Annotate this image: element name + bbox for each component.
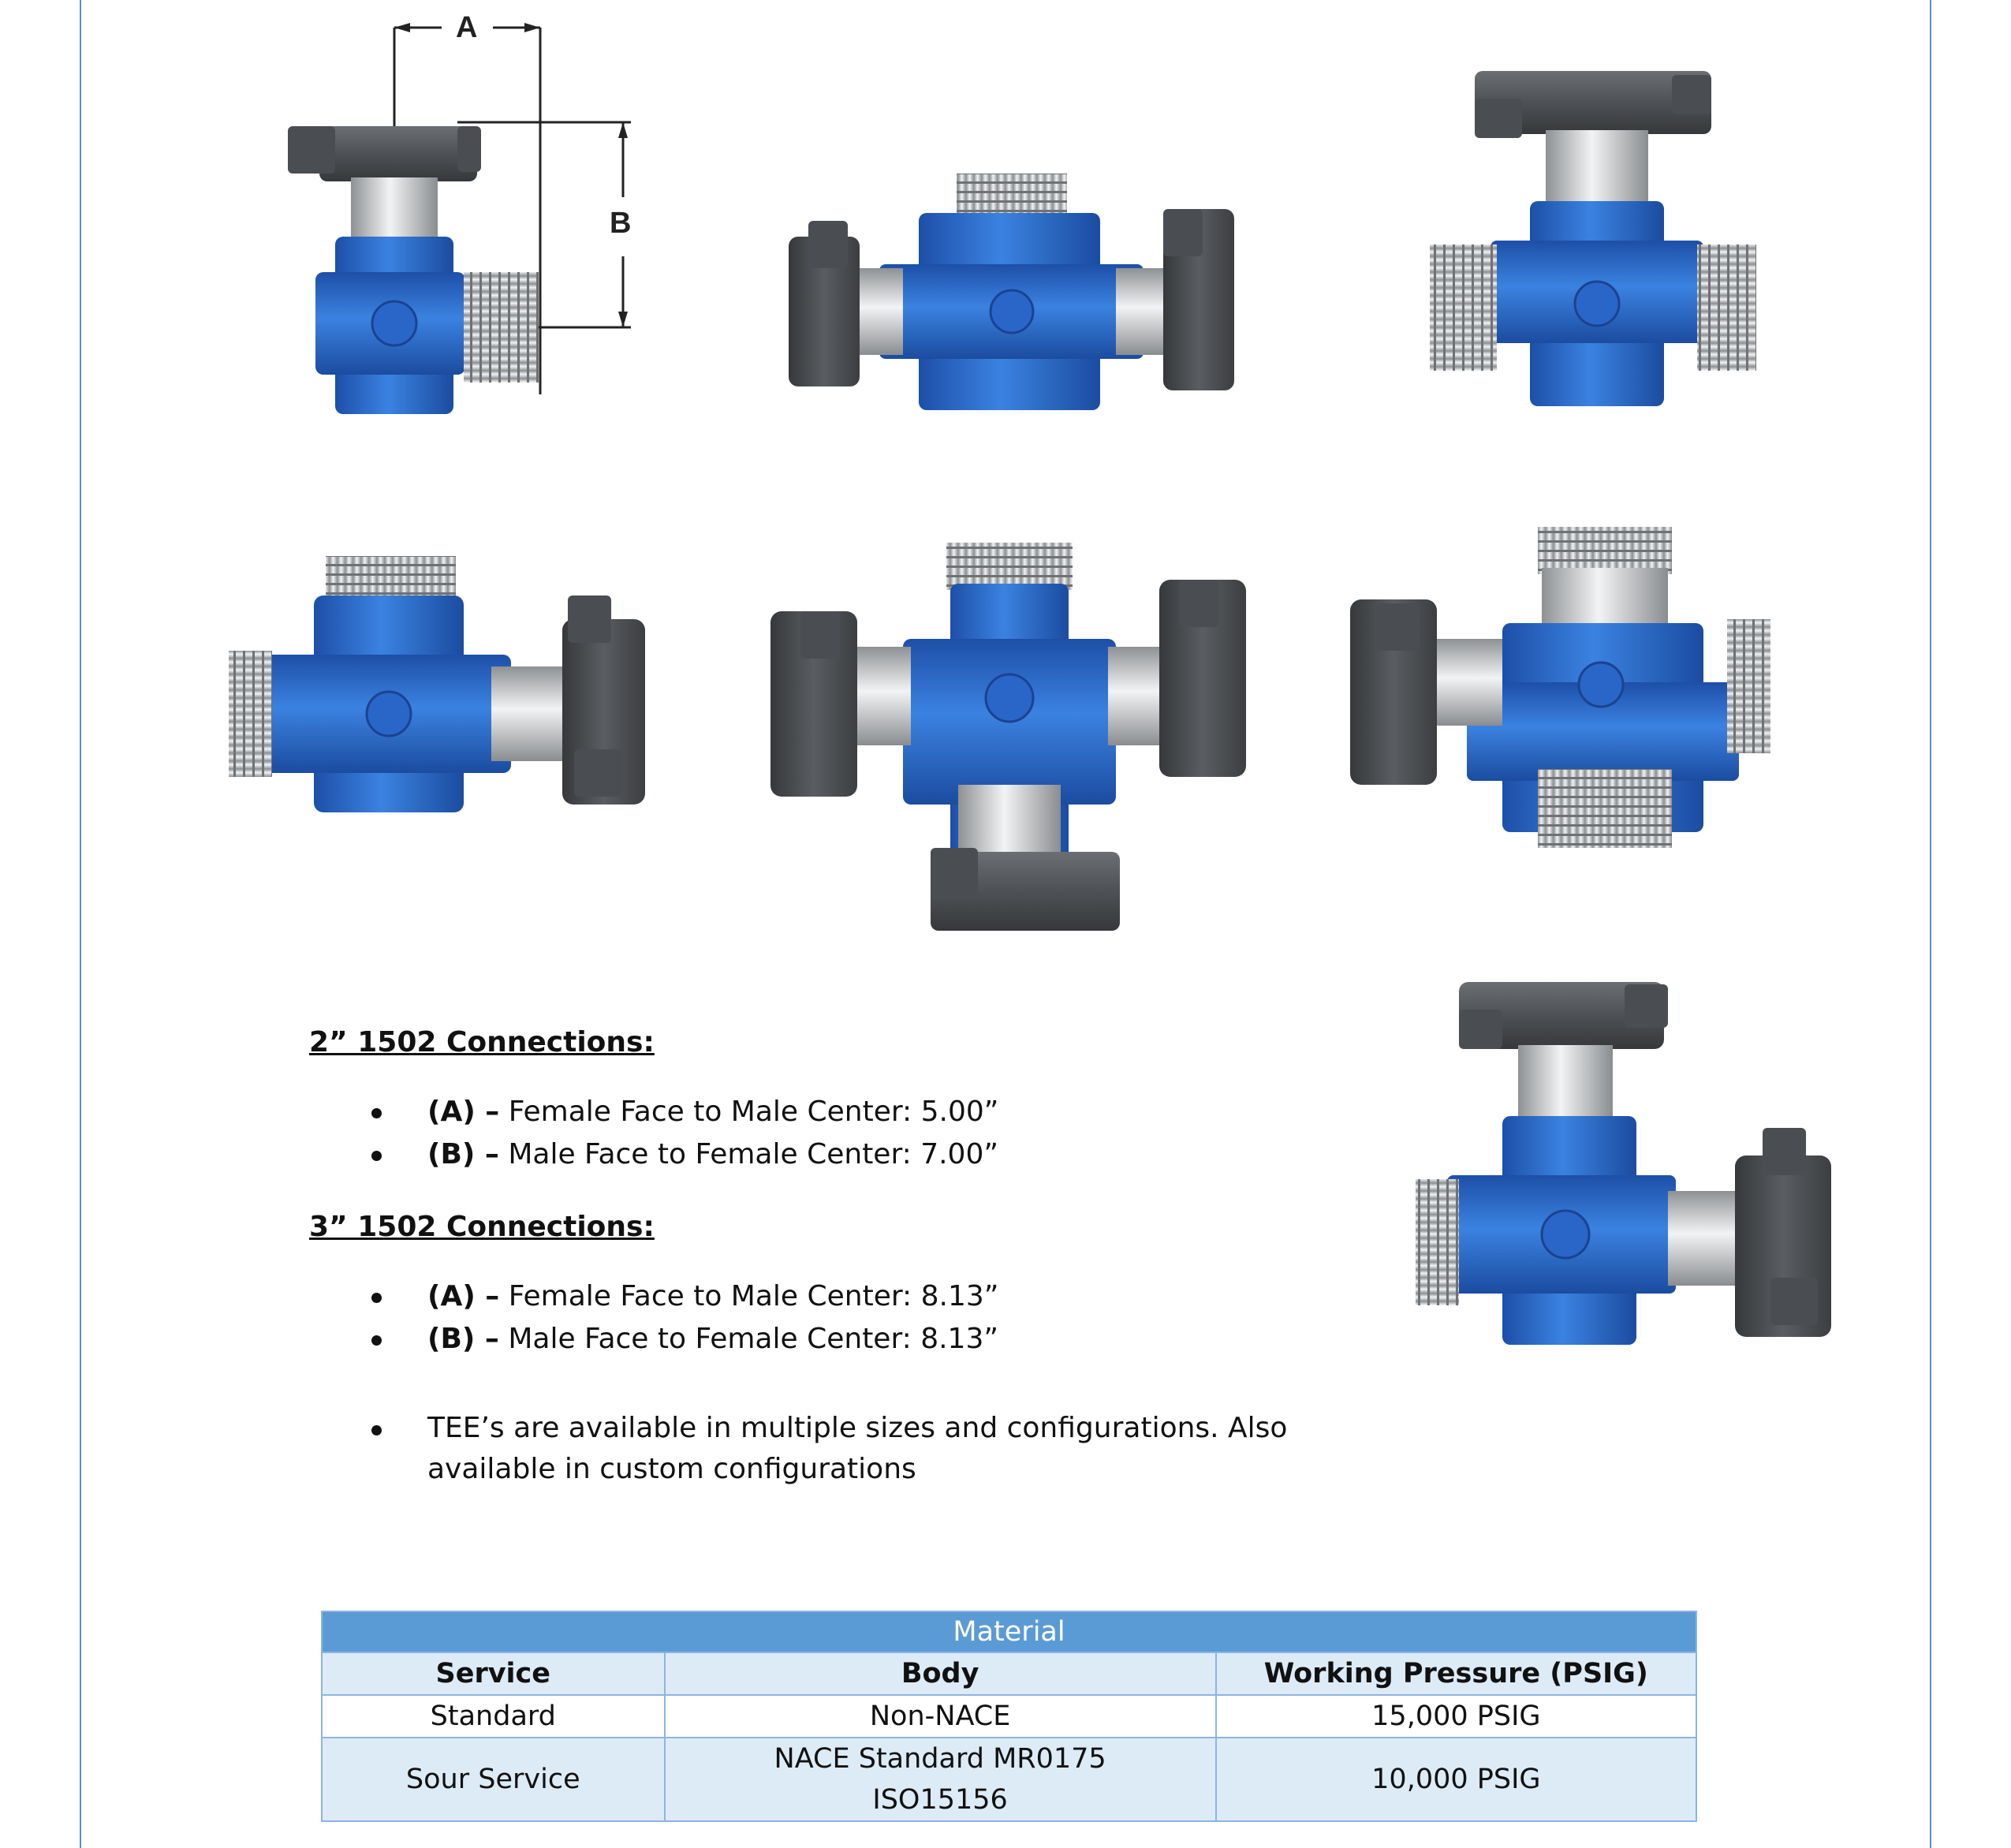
note-list: TEE’s are available in multiple sizes an…	[309, 1408, 1295, 1490]
cell-service: Sour Service	[321, 1737, 666, 1822]
spec-item-text: Female Face to Male Center: 8.13”	[499, 1280, 999, 1312]
spec-item: (B) – Male Face to Female Center: 8.13”	[309, 1318, 1295, 1361]
cell-body-line: ISO15156	[872, 1784, 1008, 1816]
cross-female-top-male-left-female-right-figure	[1416, 982, 1831, 1345]
cell-body-line: NACE Standard MR0175	[774, 1743, 1106, 1775]
cross-female-left-three-male-figure	[1350, 527, 1770, 848]
table-header-row: Service Body Working Pressure (PSIG)	[321, 1652, 1698, 1696]
cell-service: Standard	[321, 1694, 666, 1738]
material-table: Material Service Body Working Pressure (…	[321, 1611, 1698, 1822]
spec-heading-2in: 2” 1502 Connections:	[309, 1026, 655, 1058]
spec-item-text: Male Face to Female Center: 8.13”	[498, 1323, 999, 1355]
tee-female-top-two-male-figure	[1430, 71, 1756, 406]
page-frame-left	[80, 0, 81, 1848]
cell-body: Non-NACE	[663, 1694, 1217, 1738]
spec-heading-3in: 3” 1502 Connections:	[309, 1211, 655, 1243]
spec-item: (B) – Male Face to Female Center: 7.00”	[309, 1133, 1295, 1176]
column-header-pressure: Working Pressure (PSIG)	[1214, 1652, 1698, 1696]
spec-item-text: Male Face to Female Center: 7.00”	[498, 1138, 999, 1170]
spec-item: (A) – Female Face to Male Center: 5.00”	[309, 1091, 1295, 1133]
cross-three-female-male-top-figure	[770, 543, 1246, 931]
spec-item-key: (B) –	[427, 1138, 499, 1170]
spec-item-key: (B) –	[427, 1323, 499, 1355]
dimension-a-label: A	[456, 11, 478, 44]
cell-body: NACE Standard MR0175 ISO15156	[663, 1737, 1217, 1822]
spec-item-key: (A) –	[427, 1096, 500, 1128]
spec-list-2in: (A) – Female Face to Male Center: 5.00” …	[309, 1091, 1295, 1176]
dimension-b-label: B	[610, 207, 632, 240]
table-row: Sour Service NACE Standard MR0175 ISO151…	[321, 1737, 1698, 1822]
column-header-service: Service	[321, 1652, 666, 1696]
table-row: Standard Non-NACE 15,000 PSIG	[321, 1694, 1698, 1738]
specifications: 2” 1502 Connections: (A) – Female Face t…	[309, 1021, 1295, 1490]
tee-two-female-male-top-figure	[789, 174, 1234, 410]
tee-male-top-male-left-female-right-figure	[229, 556, 645, 812]
spec-item: (A) – Female Face to Male Center: 8.13”	[309, 1275, 1295, 1318]
cell-pressure: 10,000 PSIG	[1214, 1737, 1698, 1822]
availability-note: TEE’s are available in multiple sizes an…	[309, 1408, 1311, 1490]
table-title: Material	[321, 1611, 1697, 1653]
spec-item-text: Female Face to Male Center: 5.00”	[499, 1096, 999, 1128]
tee-with-dimensions-figure	[288, 23, 631, 414]
spec-list-3in: (A) – Female Face to Male Center: 8.13” …	[309, 1275, 1295, 1361]
spec-item-key: (A) –	[427, 1280, 500, 1312]
page-frame-right	[1930, 0, 1931, 1848]
cell-pressure: 15,000 PSIG	[1214, 1694, 1698, 1738]
table-title-row: Material	[321, 1611, 1697, 1653]
column-header-body: Body	[663, 1652, 1217, 1696]
